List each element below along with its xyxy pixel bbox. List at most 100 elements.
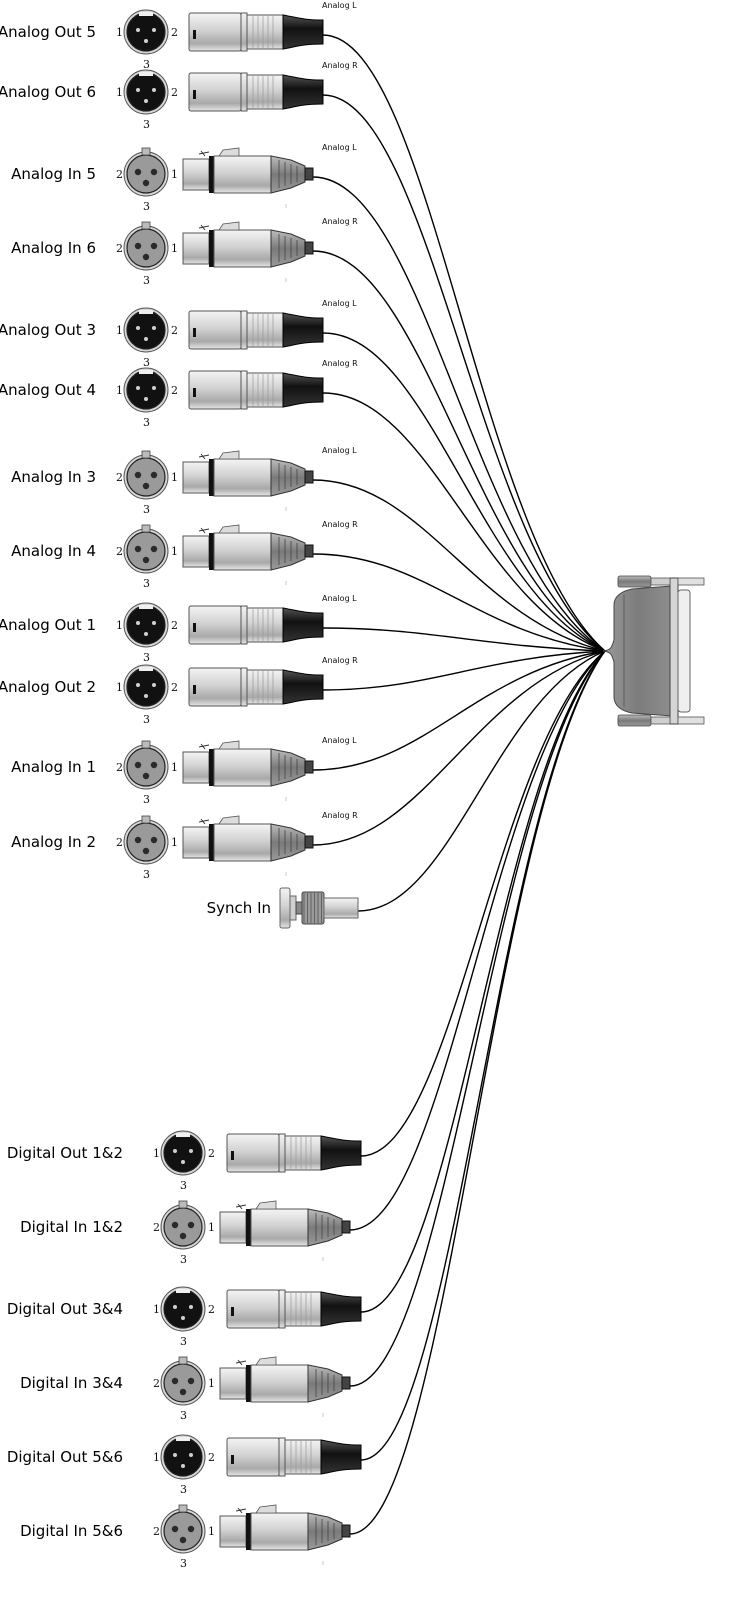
cable-bundle bbox=[312, 34, 606, 1535]
xlr-male-plug-body bbox=[188, 667, 324, 707]
connector-row: Digital Out 5&6 1 2 3 bbox=[7, 1434, 362, 1496]
pin-number: 2 bbox=[153, 1525, 160, 1538]
cable bbox=[349, 650, 606, 1231]
connector-label: Analog In 1 bbox=[11, 758, 96, 776]
pin-number: 2 bbox=[116, 471, 123, 484]
connector-label: Analog In 3 bbox=[11, 468, 96, 486]
channel-side-label: Analog L bbox=[322, 1, 357, 10]
pin-number: 1 bbox=[208, 1221, 215, 1234]
cable bbox=[360, 650, 606, 1313]
pin-number: 1 bbox=[171, 761, 178, 774]
cable bbox=[357, 650, 606, 912]
pin-number: 2 bbox=[116, 168, 123, 181]
pin-number: 2 bbox=[153, 1221, 160, 1234]
pin-number: 1 bbox=[116, 619, 123, 632]
connector-label: Analog Out 6 bbox=[0, 83, 96, 101]
cable bbox=[312, 650, 606, 771]
cable bbox=[312, 176, 606, 652]
cable bbox=[360, 650, 606, 1157]
xlr-male-icon: 1 2 3 bbox=[153, 1434, 215, 1496]
pin-number: 3 bbox=[143, 274, 150, 287]
connector-label: Analog Out 2 bbox=[0, 678, 96, 696]
pin-number: 3 bbox=[143, 868, 150, 881]
connector-label: Digital Out 3&4 bbox=[7, 1300, 123, 1318]
connector-label: Analog In 6 bbox=[11, 239, 96, 257]
connector-row: Digital In 5&6 2 1 3 bbox=[20, 1504, 351, 1570]
pin-number: 1 bbox=[171, 242, 178, 255]
pin-number: 2 bbox=[171, 86, 178, 99]
channel-side-label: Analog L bbox=[322, 299, 357, 308]
xlr-female-icon: 2 1 3 bbox=[116, 221, 178, 287]
pin-number: 2 bbox=[116, 242, 123, 255]
xlr-female-plug-body bbox=[219, 1504, 351, 1565]
channel-side-label: Analog R bbox=[322, 656, 358, 665]
connector-label: Digital Out 5&6 bbox=[7, 1448, 123, 1466]
cable bbox=[322, 34, 606, 652]
connector-row: Synch In bbox=[207, 887, 359, 929]
connector-label: Analog In 5 bbox=[11, 165, 96, 183]
connector-label: Analog Out 3 bbox=[0, 321, 96, 339]
connector-label: Analog In 2 bbox=[11, 833, 96, 851]
xlr-male-plug-body bbox=[226, 1437, 362, 1477]
pin-number: 1 bbox=[208, 1525, 215, 1538]
pin-number: 2 bbox=[153, 1377, 160, 1390]
cable bbox=[322, 392, 606, 652]
pin-number: 2 bbox=[208, 1451, 215, 1464]
pin-number: 1 bbox=[171, 545, 178, 558]
xlr-female-plug-body bbox=[182, 450, 314, 511]
pin-number: 1 bbox=[171, 836, 178, 849]
cable bbox=[322, 332, 606, 652]
pin-number: 1 bbox=[153, 1147, 160, 1160]
xlr-male-plug-body bbox=[226, 1289, 362, 1329]
pin-number: 1 bbox=[116, 324, 123, 337]
pin-number: 1 bbox=[153, 1451, 160, 1464]
xlr-female-plug-body bbox=[182, 221, 314, 282]
connector-label: Digital In 5&6 bbox=[20, 1522, 123, 1540]
cable bbox=[360, 650, 606, 1461]
dsub-connector-icon bbox=[602, 575, 705, 727]
pin-number: 2 bbox=[171, 681, 178, 694]
pin-number: 3 bbox=[143, 793, 150, 806]
pin-number: 3 bbox=[180, 1557, 187, 1570]
pin-number: 3 bbox=[143, 118, 150, 131]
pin-number: 3 bbox=[180, 1409, 187, 1422]
pin-number: 3 bbox=[180, 1335, 187, 1348]
pin-number: 2 bbox=[116, 545, 123, 558]
pin-number: 2 bbox=[171, 324, 178, 337]
pin-number: 3 bbox=[180, 1483, 187, 1496]
pin-number: 3 bbox=[143, 200, 150, 213]
xlr-male-plug-body bbox=[188, 370, 324, 410]
pin-number: 1 bbox=[171, 471, 178, 484]
pin-number: 1 bbox=[208, 1377, 215, 1390]
cable bbox=[312, 650, 606, 846]
cable bbox=[312, 479, 606, 652]
pin-number: 1 bbox=[116, 26, 123, 39]
pin-number: 1 bbox=[153, 1303, 160, 1316]
channel-side-label: Analog L bbox=[322, 143, 357, 152]
channel-side-label: Analog R bbox=[322, 217, 358, 226]
connector-row: Analog In 6 2 1 3 Analog R bbox=[11, 217, 358, 287]
pin-number: 3 bbox=[143, 58, 150, 71]
xlr-male-plug-body bbox=[188, 310, 324, 350]
